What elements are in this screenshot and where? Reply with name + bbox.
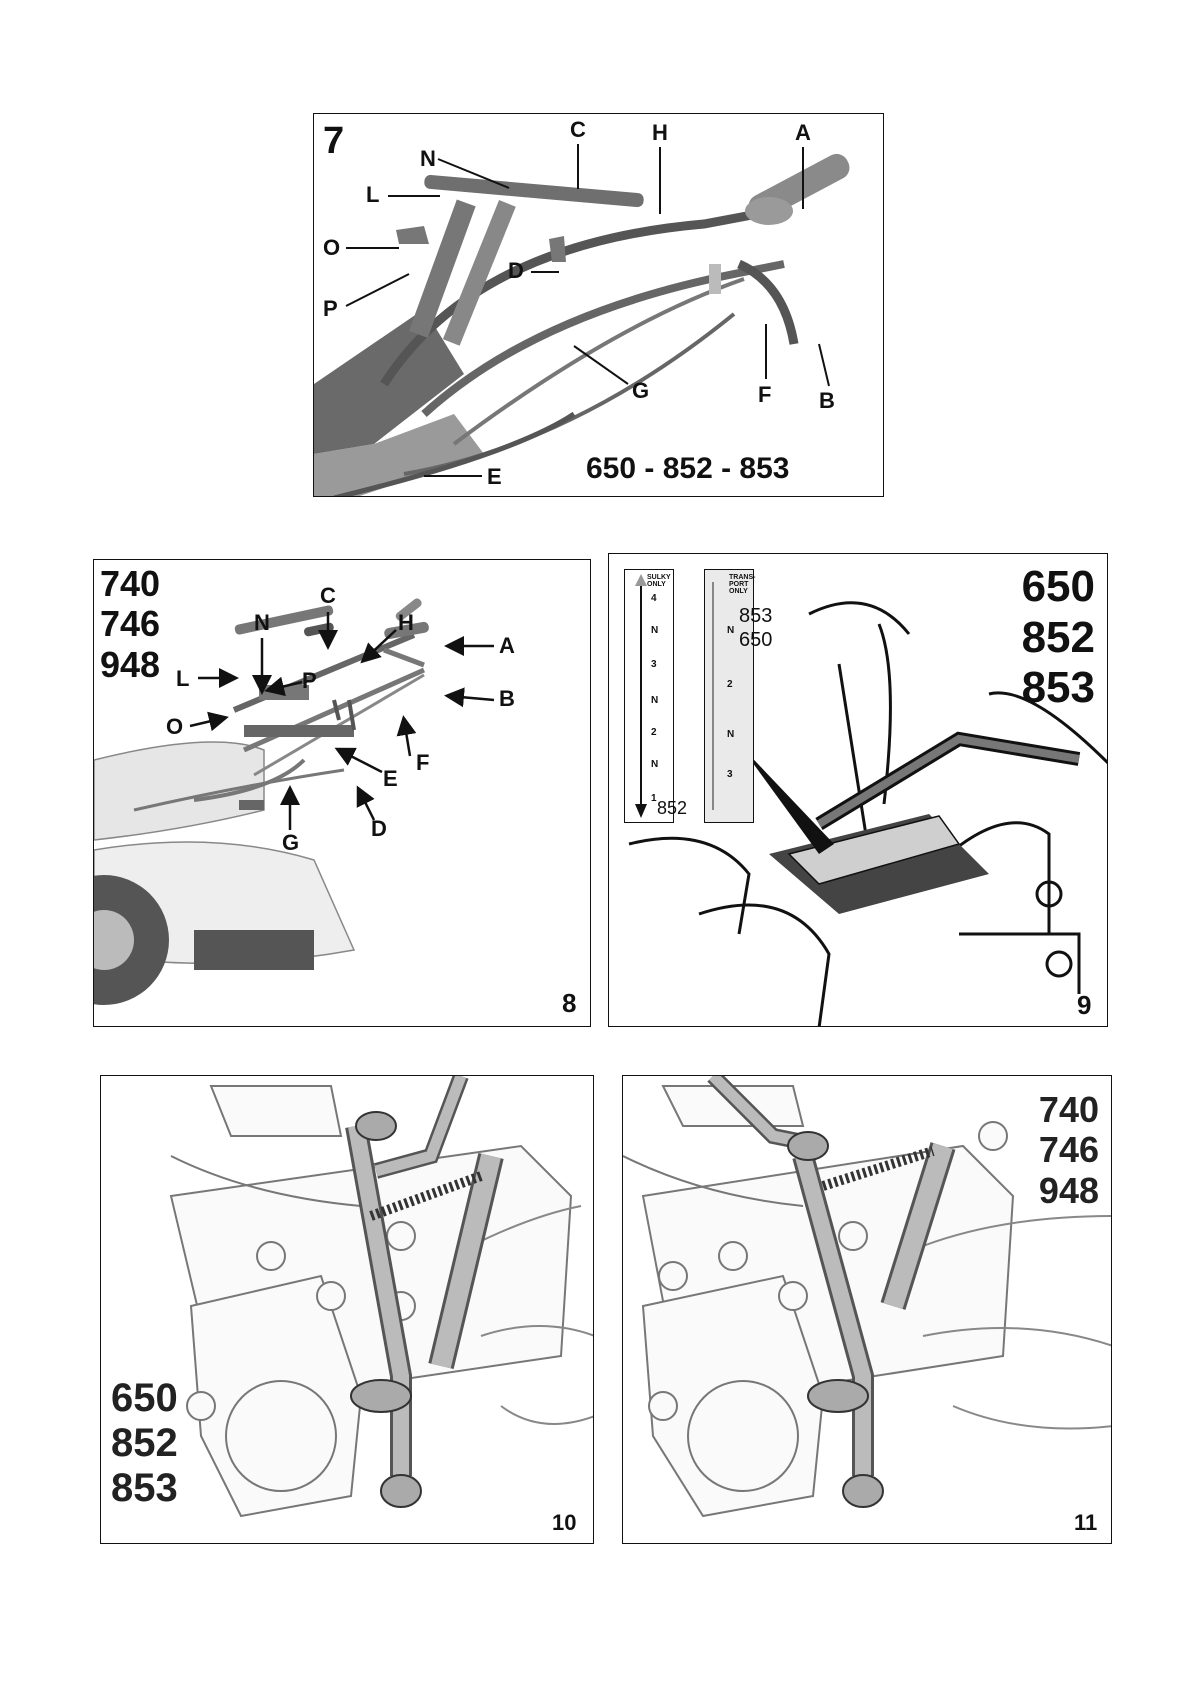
gear-2: 2: [651, 728, 657, 738]
callout-E: E: [383, 768, 398, 790]
figure-10-number: 10: [552, 1512, 576, 1534]
model-746: 746: [1039, 1130, 1099, 1170]
callout-C: C: [570, 119, 586, 141]
callout-F: F: [758, 384, 771, 406]
gear-N1: N: [651, 760, 658, 770]
callout-A: A: [795, 122, 811, 144]
gear-r-N1: N: [727, 626, 734, 636]
model-852: 852: [1022, 613, 1095, 664]
callout-A: A: [499, 635, 515, 657]
callout-H: H: [652, 122, 668, 144]
callout-E: E: [487, 466, 502, 488]
figure-8: 740 746 948 8 C N H A L P B O F E G D: [93, 559, 591, 1027]
gear-plate-852-arrow: [625, 570, 673, 822]
figure-8-illustration: [94, 560, 591, 1027]
model-852: 852: [111, 1421, 178, 1466]
figure-9-number: 9: [1077, 992, 1091, 1018]
gear-r-2: 2: [727, 680, 733, 690]
figure-7-models: 650 - 852 - 853: [586, 454, 789, 484]
gear-853-label: 853: [739, 606, 772, 626]
gear-r-N2: N: [727, 730, 734, 740]
callout-F: F: [416, 752, 429, 774]
callout-C: C: [320, 585, 336, 607]
gear-4: 4: [651, 594, 657, 604]
callout-N: N: [420, 148, 436, 170]
gear-r-3: 3: [727, 770, 733, 780]
gear-N2: N: [651, 696, 658, 706]
figure-10: 650 852 853 10: [100, 1075, 594, 1544]
figure-11-number: 11: [1074, 1512, 1097, 1534]
callout-O: O: [166, 716, 183, 738]
figure-7: 7 650 - 852 - 853 C H A N L O D P G F B …: [313, 113, 884, 497]
gear-N3: N: [651, 626, 658, 636]
figure-10-models: 650 852 853: [111, 1376, 178, 1510]
gear-852-label: 852: [657, 799, 687, 817]
callout-G: G: [632, 380, 649, 402]
gear-sulky-text: SULKY ONLY: [647, 574, 671, 588]
figure-8-models: 740 746 948: [100, 564, 160, 685]
figure-8-number: 8: [562, 990, 576, 1016]
model-948: 948: [1039, 1171, 1099, 1211]
gear-1: 1: [651, 794, 657, 804]
callout-D: D: [371, 818, 387, 840]
figure-11-models: 740 746 948: [1039, 1090, 1099, 1211]
figure-9: 852 SULKY ONLY 1 N 2 N 3 N 4 TRANS- PORT…: [608, 553, 1108, 1027]
callout-O: O: [323, 237, 340, 259]
callout-B: B: [499, 688, 515, 710]
callout-H: H: [398, 612, 414, 634]
callout-P: P: [302, 670, 317, 692]
callout-D: D: [508, 260, 524, 282]
callout-G: G: [282, 832, 299, 854]
model-853: 853: [111, 1466, 178, 1511]
model-948: 948: [100, 645, 160, 685]
model-740: 740: [100, 564, 160, 604]
model-740: 740: [1039, 1090, 1099, 1130]
model-650: 650: [1022, 562, 1095, 613]
model-650: 650: [111, 1376, 178, 1421]
figure-11: 740 746 948 11: [622, 1075, 1112, 1544]
model-746: 746: [100, 604, 160, 644]
model-853: 853: [1022, 663, 1095, 714]
gear-650-label: 650: [739, 630, 772, 650]
callout-N: N: [254, 612, 270, 634]
gear-plate-852: 852 SULKY ONLY 1 N 2 N 3 N 4: [624, 569, 674, 823]
callout-L: L: [366, 184, 379, 206]
callout-L: L: [176, 668, 189, 690]
callout-P: P: [323, 298, 338, 320]
callout-B: B: [819, 390, 835, 412]
figure-9-models: 650 852 853: [1022, 562, 1095, 714]
gear-3: 3: [651, 660, 657, 670]
gear-transport-text: TRANS- PORT ONLY: [729, 574, 755, 595]
figure-7-illustration: [314, 114, 884, 497]
figure-7-number: 7: [323, 122, 344, 160]
